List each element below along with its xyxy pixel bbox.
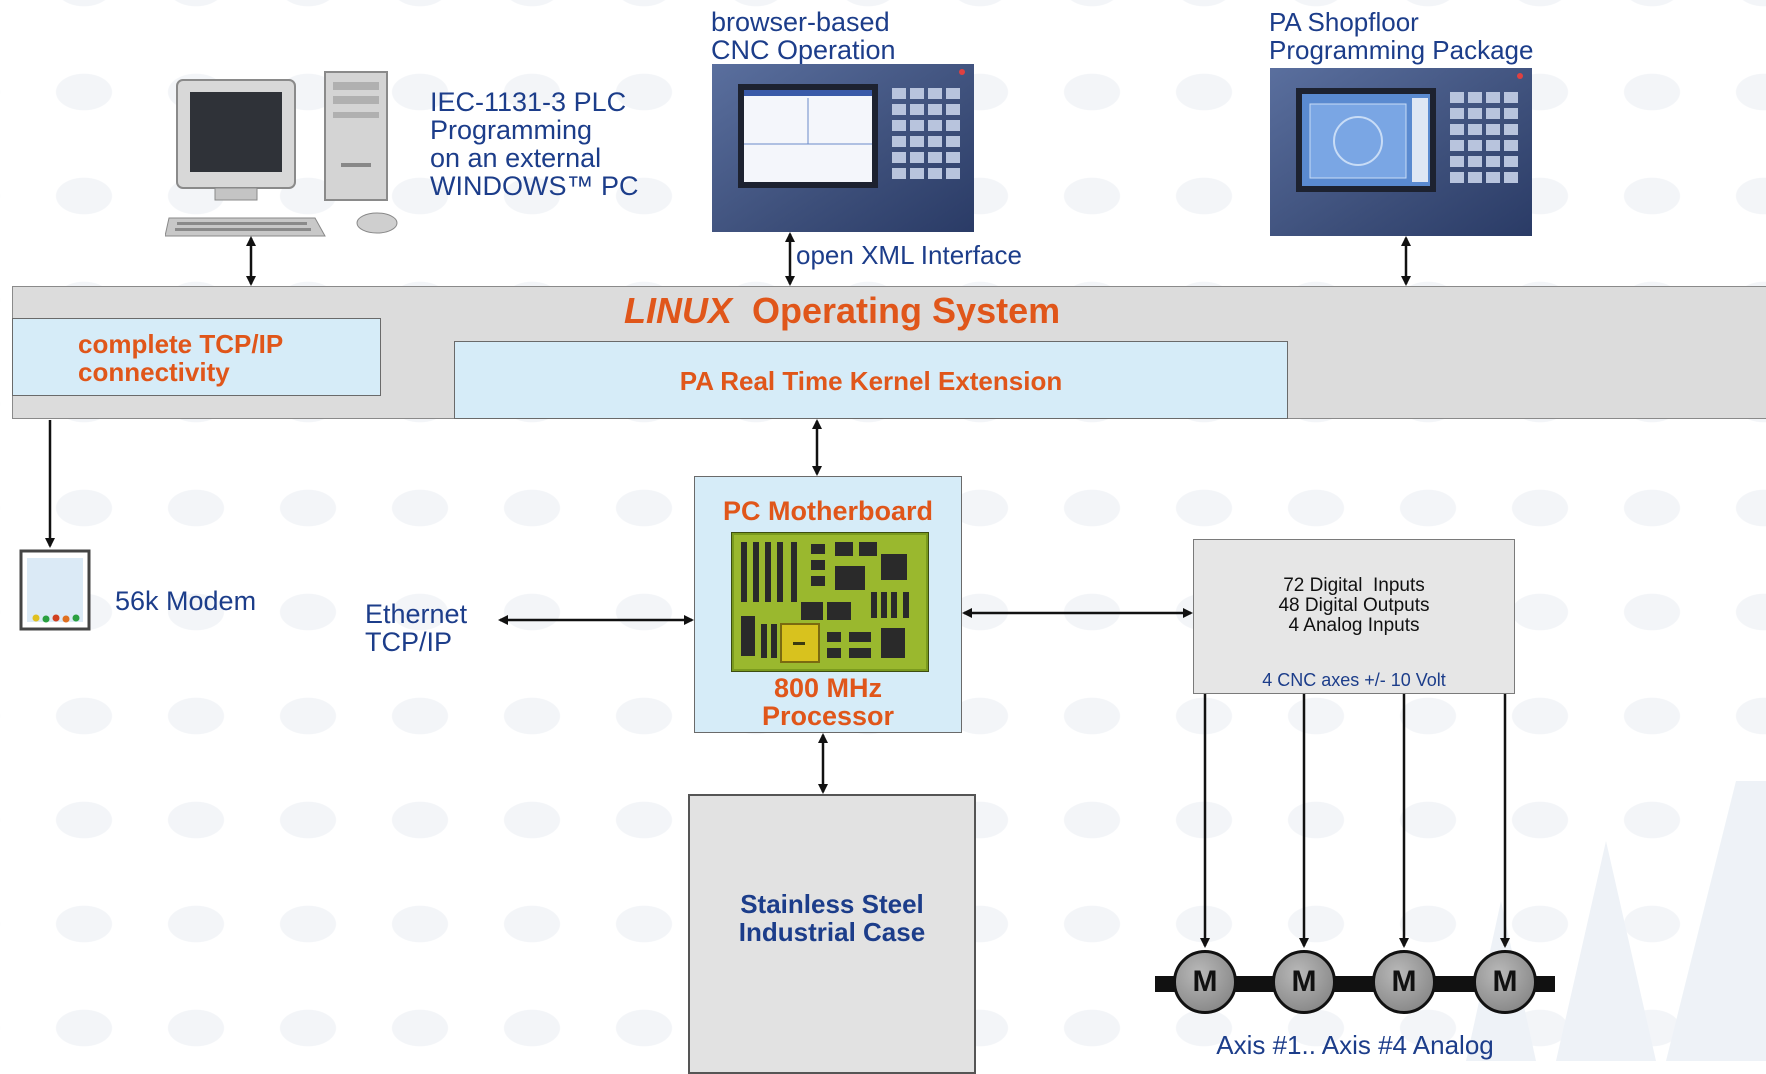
tcp-ip-box	[12, 318, 381, 396]
case-line-2: Industrial Case	[738, 917, 926, 947]
industrial-case-label: Stainless Steel Industrial Case	[688, 890, 976, 946]
processor-label: 800 MHz Processor	[694, 674, 962, 730]
tcp-line-2: connectivity	[78, 357, 230, 387]
modem-icon	[19, 549, 91, 631]
ethernet-label: Ethernet TCP/IP	[365, 600, 467, 656]
io-line-3: 4 Analog Inputs	[1288, 615, 1420, 636]
tcp-ip-label: complete TCP/IP connectivity	[78, 330, 283, 386]
motor-axis-2: M	[1272, 950, 1336, 1014]
linux-rest: Operating System	[752, 290, 1061, 331]
motor-symbol: M	[1492, 965, 1518, 998]
tcp-line-1: complete TCP/IP	[78, 329, 284, 359]
io-line-1: 72 Digital Inputs	[1283, 575, 1425, 596]
cnc-axes-label: 4 CNC axes +/- 10 Volt	[1262, 670, 1446, 690]
plc-line-1: IEC-1131-3 PLC	[430, 87, 627, 117]
plc-line-2: Programming	[430, 115, 593, 145]
motor-symbol: M	[1291, 965, 1317, 998]
motor-axis-4: M	[1473, 950, 1537, 1014]
ethernet-line-2: TCP/IP	[365, 627, 453, 657]
cnc-control-panel-icon	[712, 64, 974, 232]
case-line-1: Stainless Steel	[740, 889, 924, 919]
modem-label: 56k Modem	[115, 586, 257, 616]
linux-os-title: LINUX Operating System	[624, 290, 1060, 332]
io-box	[1193, 539, 1515, 694]
linux-italic: LINUX	[624, 290, 732, 331]
motor-axis-1: M	[1173, 950, 1237, 1014]
xml-interface-label: open XML Interface	[796, 240, 1022, 270]
plc-line-3: on an external	[430, 143, 602, 173]
shopfloor-panel-icon	[1270, 68, 1532, 236]
cnc-line-1: browser-based	[711, 7, 890, 37]
shopfloor-line-2: Programming Package	[1269, 35, 1534, 65]
shopfloor-title: PA Shopfloor Programming Package	[1269, 8, 1533, 64]
io-line-2: 48 Digital Outputs	[1278, 595, 1430, 616]
io-list: 72 Digital Inputs 48 Digital Outputs 4 A…	[1193, 576, 1515, 636]
processor-line-1: 800 MHz	[773, 673, 883, 703]
windows-pc-icon	[165, 71, 398, 237]
cnc-line-2: CNC Operation	[711, 35, 896, 65]
cnc-title: browser-based CNC Operation	[711, 8, 896, 64]
motor-caption: Axis #1.. Axis #4 Analog	[1216, 1030, 1494, 1060]
plc-line-4: WINDOWS™ PC	[430, 171, 639, 201]
kernel-extension-box	[454, 341, 1288, 419]
motherboard-icon	[731, 532, 929, 672]
shopfloor-line-1: PA Shopfloor	[1269, 7, 1419, 37]
motor-axis-3: M	[1372, 950, 1436, 1014]
ethernet-line-1: Ethernet	[365, 599, 468, 629]
processor-line-2: Processor	[761, 701, 895, 731]
motor-shaft	[1155, 976, 1555, 992]
kernel-extension-label: PA Real Time Kernel Extension	[679, 366, 1063, 396]
plc-description: IEC-1131-3 PLC Programming on an externa…	[430, 88, 639, 200]
motherboard-title: PC Motherboard	[722, 496, 933, 526]
motor-symbol: M	[1192, 965, 1218, 998]
motor-symbol: M	[1391, 965, 1417, 998]
industrial-case-box	[688, 794, 976, 1074]
